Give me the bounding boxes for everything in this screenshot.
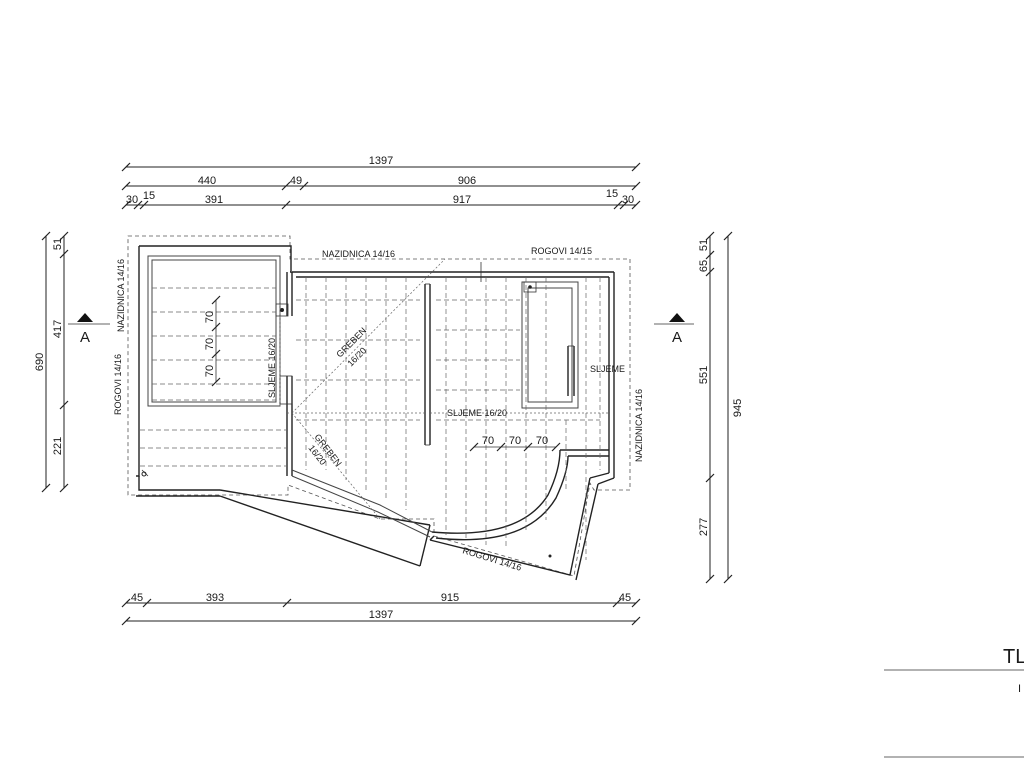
dim-top-906: 906 [458, 175, 476, 187]
dim-top-15-right: 15 [606, 188, 618, 200]
dim-bottom-915: 915 [441, 592, 459, 604]
spacing-70-b: 70 [204, 338, 216, 350]
dim-top-391: 391 [205, 194, 223, 206]
dim-left-total: 690 [34, 353, 46, 371]
dim-bottom-45-left: 45 [131, 592, 143, 604]
dim-top-917: 917 [453, 194, 471, 206]
dim-bottom-393: 393 [206, 592, 224, 604]
spacing-70-d: 70 [482, 435, 494, 447]
dim-right-551: 551 [698, 366, 710, 384]
title-block: TL I [884, 646, 1024, 758]
left-dimension-chain: 690 51 417 221 [34, 231, 69, 493]
label-sljeme-left: SLJEME 16/20 [267, 338, 277, 398]
dim-bottom-45-right: 45 [619, 592, 631, 604]
roof-plan: 70 70 70 70 70 70 NAZIDNICA 14/16 ROGOVI… [113, 235, 644, 581]
section-marker-right: A [654, 313, 694, 346]
dim-top-30-right: 30 [622, 194, 634, 206]
dim-right-65: 65 [698, 260, 710, 272]
dim-top-49: 49 [290, 175, 302, 187]
dim-right-total: 945 [732, 399, 744, 417]
label-nazidnica-right: NAZIDNICA 14/16 [634, 389, 644, 462]
dim-top-total: 1397 [369, 155, 393, 167]
label-sljeme-right: SLJEME [590, 364, 625, 374]
label-nazidnica-top: NAZIDNICA 14/16 [322, 249, 395, 259]
bottom-dimension-chain: 45 393 915 45 1397 [121, 592, 641, 626]
label-rogovi-top: ROGOVI 14/15 [531, 246, 592, 256]
dim-left-51: 51 [52, 238, 64, 250]
label-rogovi-left: ROGOVI 14/16 [113, 354, 123, 415]
dim-left-221: 221 [52, 437, 64, 455]
spacing-70-a: 70 [204, 311, 216, 323]
dim-top-440: 440 [198, 175, 216, 187]
spacing-70-e: 70 [509, 435, 521, 447]
dim-left-417: 417 [52, 320, 64, 338]
section-marker-left: A [68, 313, 110, 346]
right-dimension-chain: 65 51 551 277 945 [698, 231, 744, 584]
section-label-left: A [80, 329, 90, 346]
spacing-70-c: 70 [204, 365, 216, 377]
label-rogovi-bottom: ROGOVI 14/16 [461, 545, 522, 572]
spacing-70-f: 70 [536, 435, 548, 447]
section-label-right: A [672, 329, 682, 346]
title-block-title: TL [1003, 646, 1024, 668]
title-block-subtitle: I [1018, 683, 1021, 695]
top-dimension-chain: 1397 440 49 906 30 15 391 917 15 30 [121, 155, 641, 210]
dim-right-51: 51 [698, 239, 710, 251]
dim-top-30-left: 30 [126, 194, 138, 206]
dim-bottom-total: 1397 [369, 609, 393, 621]
label-sljeme-center: SLJEME 16/20 [447, 408, 507, 418]
dim-top-15-left: 15 [143, 190, 155, 202]
label-nazidnica-left: NAZIDNICA 14/16 [116, 259, 126, 332]
dim-right-277: 277 [698, 518, 710, 536]
